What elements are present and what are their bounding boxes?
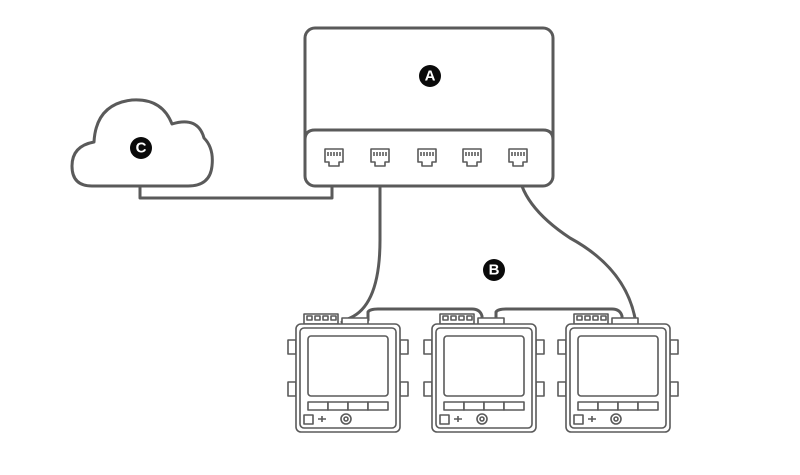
meter-display — [307, 335, 389, 397]
callout-b-label: B — [489, 262, 500, 279]
home-button-icon — [610, 413, 622, 425]
meter-softkey — [347, 401, 369, 411]
terminal-screw — [576, 315, 583, 321]
daisy-chain-callout: B — [483, 259, 505, 281]
indicator-icon — [454, 416, 462, 422]
home-button-icon — [476, 413, 488, 425]
switch-to-meter-3-cable — [516, 166, 637, 320]
indicator-icon — [588, 416, 596, 422]
terminal-screw — [450, 315, 457, 321]
meter-softkey — [577, 401, 599, 411]
rj45-port-outline — [462, 148, 482, 167]
callout-a-label: A — [425, 68, 436, 85]
indicator-icon — [318, 416, 326, 422]
terminal-screw — [330, 315, 337, 321]
meter-softkey — [483, 401, 505, 411]
terminal-screw — [458, 315, 465, 321]
meter-2-to-meter-3-cable — [494, 307, 624, 322]
switch-ports — [324, 148, 528, 167]
power-meter — [287, 313, 409, 433]
rj45-port-outline — [370, 148, 390, 167]
mounting-clip — [423, 339, 433, 355]
mounting-clip — [535, 339, 545, 355]
power-meters — [287, 313, 679, 433]
meter-softkey — [503, 401, 525, 411]
meter-softkey — [597, 401, 619, 411]
rj45-port-outline — [508, 148, 528, 167]
meter-display — [577, 335, 659, 397]
meter-softkey — [367, 401, 389, 411]
meter-1-to-meter-2-cable — [366, 307, 484, 322]
mounting-clip — [557, 381, 567, 397]
terminal-screw — [592, 315, 599, 321]
home-button-center — [343, 416, 349, 422]
callout-c-marker — [130, 137, 152, 159]
mounting-clip — [535, 381, 545, 397]
rj45-port — [417, 148, 437, 167]
terminal-screw — [306, 315, 313, 321]
home-button-center — [613, 416, 619, 422]
meter-softkey — [307, 401, 329, 411]
terminal-screw — [322, 315, 329, 321]
meter-softkey — [637, 401, 659, 411]
rj45-port-outline — [324, 148, 344, 167]
terminal-screw — [314, 315, 321, 321]
ethernet-switch: A — [303, 26, 555, 188]
terminal-screw — [442, 315, 449, 321]
rj45-port — [508, 148, 528, 167]
callout-c-label: C — [136, 140, 147, 157]
meter-softkey — [443, 401, 465, 411]
switch-port-panel-edge — [303, 128, 555, 142]
power-meter — [423, 313, 545, 433]
home-button-icon — [340, 413, 352, 425]
terminal-screw — [600, 315, 607, 321]
meter-softkey — [617, 401, 639, 411]
callout-b-marker — [483, 259, 505, 281]
rj45-port — [370, 148, 390, 167]
rj45-port — [324, 148, 344, 167]
mounting-clip — [669, 339, 679, 355]
plug-icon — [573, 414, 584, 425]
mounting-clip — [557, 339, 567, 355]
meter-softkey — [463, 401, 485, 411]
mounting-clip — [669, 381, 679, 397]
mounting-clip — [423, 381, 433, 397]
callout-a-marker — [419, 65, 441, 87]
switch-to-meter-1-cable — [340, 166, 382, 324]
cables — [138, 166, 637, 324]
terminal-screw — [584, 315, 591, 321]
meter-display — [443, 335, 525, 397]
plug-icon — [439, 414, 450, 425]
power-meter — [557, 313, 679, 433]
switch-body — [303, 26, 555, 188]
rj45-port-outline — [417, 148, 437, 167]
mounting-clip — [287, 381, 297, 397]
meter-softkey — [327, 401, 349, 411]
home-button-center — [479, 416, 485, 422]
mounting-clip — [399, 381, 409, 397]
mounting-clip — [399, 339, 409, 355]
plug-icon — [303, 414, 314, 425]
cloud: C — [70, 98, 214, 188]
terminal-screw — [466, 315, 473, 321]
mounting-clip — [287, 339, 297, 355]
rj45-port — [462, 148, 482, 167]
